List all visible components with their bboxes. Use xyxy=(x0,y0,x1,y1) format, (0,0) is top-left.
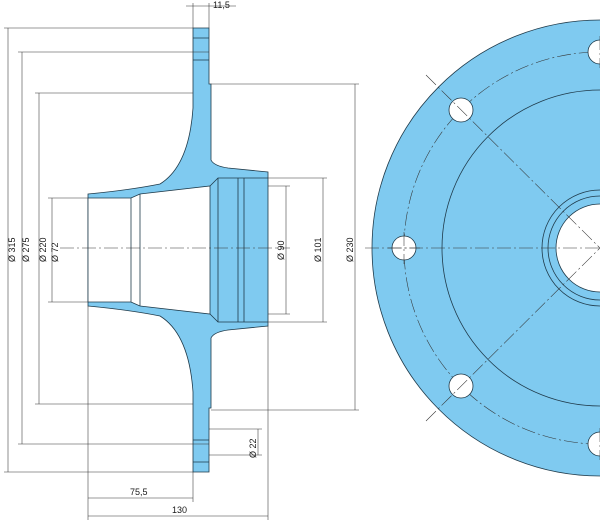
front-diagonal-centerline-upper xyxy=(425,74,600,249)
dim-flange-thickness: 11,5 xyxy=(213,0,230,10)
dim-d315: Ø 315 xyxy=(7,237,17,262)
section-view xyxy=(60,27,290,473)
bolt-hole-bottom xyxy=(587,431,600,457)
dim-d275: Ø 275 xyxy=(21,237,31,262)
front-view xyxy=(365,19,600,477)
dim-d101: Ø 101 xyxy=(313,237,323,262)
front-diagonal-centerline-lower xyxy=(425,247,600,422)
bolt-hole-lines xyxy=(193,37,209,463)
bore-step-lines xyxy=(130,194,141,306)
hub-bore xyxy=(87,185,211,315)
bolt-hole-top xyxy=(587,39,600,65)
dim-d230: Ø 230 xyxy=(345,237,355,262)
dim-length-130: 130 xyxy=(172,505,187,515)
counterbore-lines xyxy=(209,177,268,323)
dim-d22: Ø 22 xyxy=(248,438,258,458)
dim-length-755: 75,5 xyxy=(130,487,148,497)
dim-d220: Ø 220 xyxy=(38,237,48,262)
dim-d72: Ø 72 xyxy=(50,242,60,262)
dimension-lines xyxy=(4,3,359,520)
center-bore xyxy=(555,203,600,293)
dim-d90: Ø 90 xyxy=(276,240,286,260)
dimension-labels: 11,5 Ø 315 Ø 275 Ø 220 Ø 72 Ø 90 Ø 101 Ø… xyxy=(7,0,355,515)
